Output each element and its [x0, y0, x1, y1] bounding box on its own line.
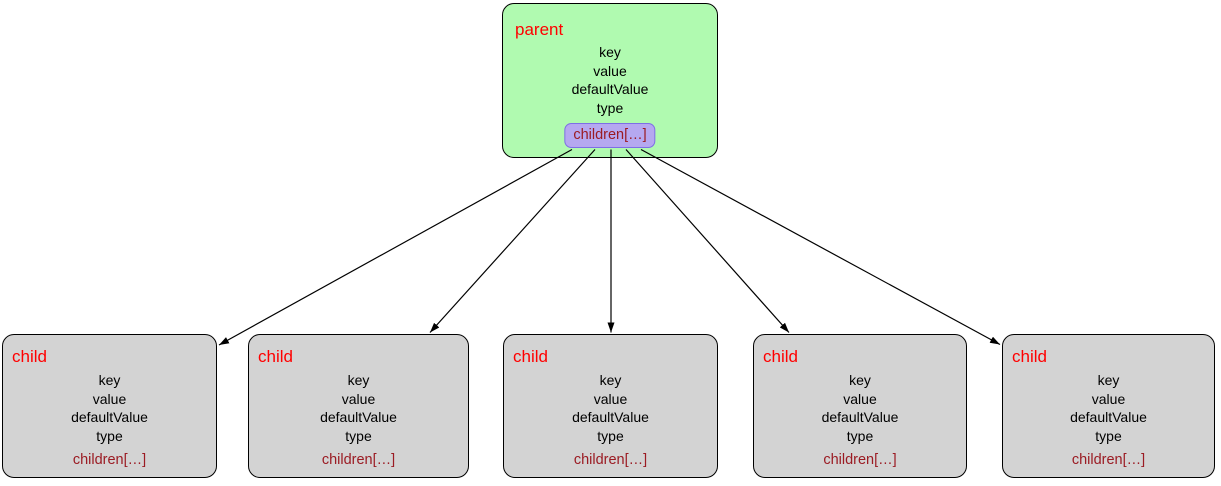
child-children-link[interactable]: children[…] — [72, 452, 147, 468]
child-children-link[interactable]: children[…] — [823, 452, 897, 468]
field-value: value — [843, 390, 877, 407]
field-value: value — [593, 62, 627, 79]
field-value: value — [341, 390, 376, 407]
edge-parent-to-child-2 — [429, 149, 596, 333]
child-children-link[interactable]: children[…] — [573, 452, 648, 468]
field-key: key — [1097, 372, 1120, 388]
child-children-link[interactable]: children[…] — [1071, 452, 1146, 468]
field-value: value — [1091, 390, 1126, 407]
child-node-2: child key value defaultValue type childr… — [248, 334, 469, 478]
field-key: key — [599, 372, 622, 388]
child-fields: key value defaultValue type — [3, 371, 216, 445]
child-node-label: child — [12, 347, 47, 366]
child-fields: key value defaultValue type — [249, 371, 468, 445]
child-node-1: child key value defaultValue type childr… — [2, 334, 217, 478]
field-key: key — [849, 372, 871, 388]
edge-parent-to-child-5 — [640, 148, 1001, 346]
child-children-link[interactable]: children[…] — [321, 452, 396, 468]
child-fields: key value defaultValue type — [754, 371, 966, 445]
field-type: type — [597, 427, 624, 444]
edge-parent-to-child-4 — [625, 149, 790, 333]
child-fields: key value defaultValue type — [504, 371, 717, 445]
child-node-3: child key value defaultValue type childr… — [503, 334, 718, 478]
parent-node-label: parent — [515, 20, 564, 39]
field-value: value — [593, 390, 628, 407]
parent-children-badge[interactable]: children[…] — [564, 123, 656, 148]
child-node-4: child key value defaultValue type childr… — [753, 334, 967, 478]
field-type: type — [1095, 427, 1122, 444]
parent-node: parent key value defaultValue type child… — [502, 3, 718, 158]
child-node-label: child — [258, 347, 293, 366]
field-key: key — [347, 372, 370, 388]
child-fields: key value defaultValue type — [1003, 371, 1214, 445]
field-defaultValue: defaultValue — [71, 409, 148, 425]
field-defaultValue: defaultValue — [572, 409, 649, 425]
field-defaultValue: defaultValue — [571, 81, 649, 97]
field-defaultValue: defaultValue — [1070, 409, 1147, 425]
child-node-label: child — [513, 347, 548, 366]
field-defaultValue: defaultValue — [821, 409, 899, 425]
field-value: value — [92, 390, 127, 407]
field-key: key — [599, 44, 621, 60]
parent-fields: key value defaultValue type — [503, 43, 717, 117]
field-type: type — [596, 99, 624, 116]
field-type: type — [345, 427, 372, 444]
edge-parent-to-child-1 — [218, 148, 573, 346]
field-type: type — [96, 427, 123, 444]
child-node-label: child — [1012, 347, 1047, 366]
field-type: type — [846, 427, 874, 444]
child-node-label: child — [763, 347, 798, 366]
field-defaultValue: defaultValue — [320, 409, 397, 425]
field-key: key — [98, 372, 121, 388]
child-node-5: child key value defaultValue type childr… — [1002, 334, 1215, 478]
